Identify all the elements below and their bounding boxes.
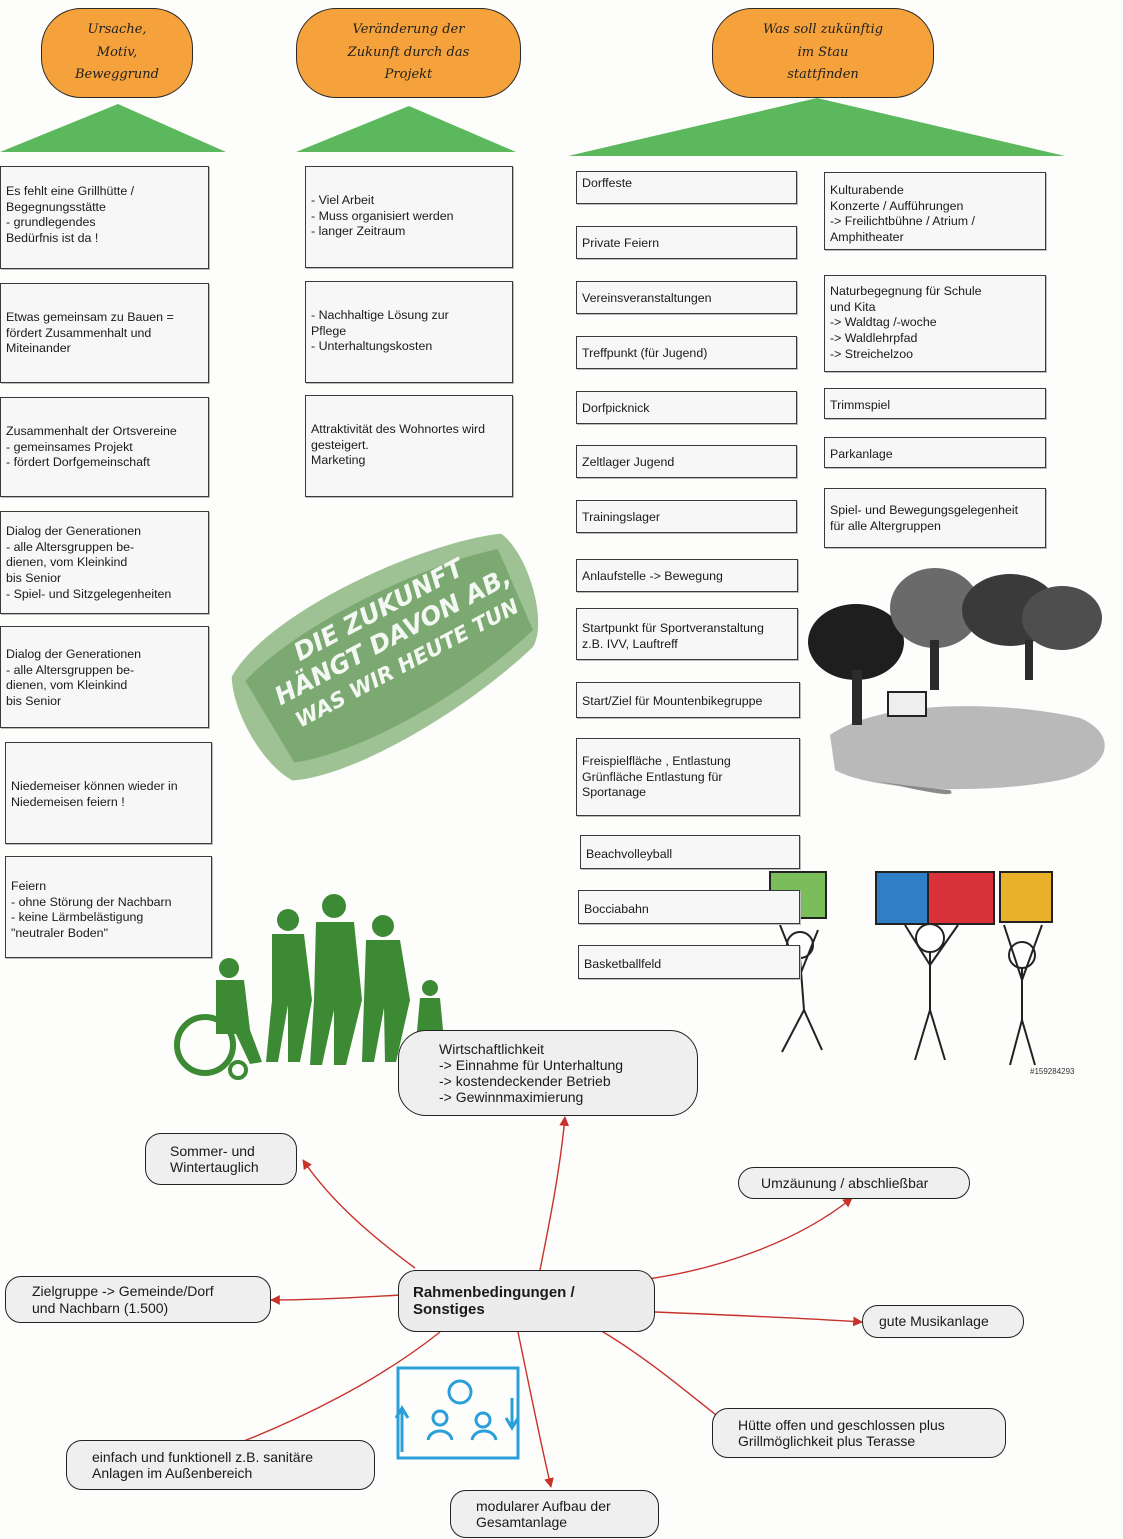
event-bocciabahn: Bocciabahn [578,890,800,924]
triangle-col2 [296,106,516,152]
event-beachvolleyball: Beachvolleyball [580,835,800,869]
puzzle-people-graphic [769,871,1053,1066]
meeting-icon [394,1366,520,1460]
arrow-hut [599,1329,726,1423]
cause-box-5: Dialog der Generationen - alle Altersgru… [0,626,209,728]
header-cause-text: Ursache, Motiv, Beweggrund [75,21,159,83]
arrow-season [302,1159,416,1269]
header-change-text: Veränderung der Zukunft durch das Projek… [347,21,470,83]
mindmap-season: Sommer- und Wintertauglich [145,1133,297,1185]
event-dorfpicknick: Dorfpicknick [576,391,797,424]
event-treffpunkt: Treffpunkt (für Jugend) [576,336,797,369]
cause-box-2: Etwas gemeinsam zu Bauen = fördert Zusam… [0,283,209,383]
event-private-feiern: Private Feiern [576,226,797,259]
cause-box-6: Niedemeiser können wieder in Niedemeisen… [5,742,212,844]
triangle-col3 [568,98,1065,156]
cause-box-7: Feiern - ohne Störung der Nachbarn - kei… [5,856,212,958]
arrow-fence [639,1197,853,1281]
event-startpunkt: Startpunkt für Sportveranstaltung z.B. I… [576,608,798,660]
change-box-2: - Nachhaltige Lösung zur Pflege - Unterh… [305,281,513,383]
mindmap-economy: Wirtschaftlichkeit -> Einnahme für Unter… [398,1030,698,1116]
mindmap-music: gute Musikanlage [862,1305,1024,1338]
mindmap-modular: modularer Aufbau der Gesamtanlage [450,1490,659,1538]
mindmap-fence: Umzäunung / abschließbar [738,1167,970,1199]
event-freispielflaeche: Freispielfläche , Entlastung Grünfläche … [576,738,800,816]
event-trimmspiel: Trimmspiel [824,388,1046,419]
park-trees-graphic [808,568,1105,795]
arrow-music [654,1311,863,1327]
header-future-text: Was soll zukünftig im Stau stattfinden [762,21,884,83]
cause-box-3: Zusammenhalt der Ortsvereine - gemeinsam… [0,397,209,497]
cause-box-4: Dialog der Generationen - alle Altersgru… [0,511,209,614]
event-spiel-bewegung: Spiel- und Bewegungsgelegenheit für alle… [824,488,1046,548]
event-basketballfeld: Basketballfeld [578,945,800,979]
people-silhouette-graphic [174,894,444,1080]
event-parkanlage: Parkanlage [824,437,1046,468]
mindmap-simple: einfach und funktionell z.B. sanitäre An… [66,1440,375,1490]
future-stamp-graphic [231,533,539,781]
event-kulturabende: Kulturabende Konzerte / Aufführungen -> … [824,172,1046,250]
event-anlaufstelle: Anlaufstelle -> Bewegung [576,559,798,592]
mindmap-target: Zielgruppe -> Gemeinde/Dorf und Nachbarn… [5,1276,271,1323]
cause-box-1: Es fehlt eine Grillhütte / Begegnungsstä… [0,166,209,269]
arrow-modular [517,1331,554,1488]
event-trainingslager: Trainingslager [576,500,797,533]
header-change: Veränderung der Zukunft durch das Projek… [296,8,521,98]
event-dorffeste: Dorffeste [576,171,797,204]
change-box-3: Attraktivität des Wohnortes wird gesteig… [305,395,513,497]
mindmap-hut: Hütte offen und geschlossen plus Grillmö… [712,1408,1006,1458]
event-naturbegegnung: Naturbegegnung für Schule und Kita -> Wa… [824,275,1046,372]
event-zeltlager: Zeltlager Jugend [576,445,797,478]
arrow-economy [539,1116,570,1271]
arrow-target [270,1294,401,1305]
mindmap-center: Rahmenbedingungen / Sonstiges [398,1270,655,1332]
arrow-simple [225,1331,441,1450]
header-future: Was soll zukünftig im Stau stattfinden [712,8,934,98]
event-vereinsveranstaltungen: Vereinsveranstaltungen [576,281,797,314]
stock-image-id: #159284293 [1030,1067,1075,1076]
change-box-1: - Viel Arbeit - Muss organisiert werden … [305,166,513,268]
header-cause: Ursache, Motiv, Beweggrund [41,8,193,98]
event-start-ziel: Start/Ziel für Mountenbikegruppe [576,682,800,718]
triangle-col1 [0,104,226,152]
mindmap-connectors [225,1116,863,1488]
